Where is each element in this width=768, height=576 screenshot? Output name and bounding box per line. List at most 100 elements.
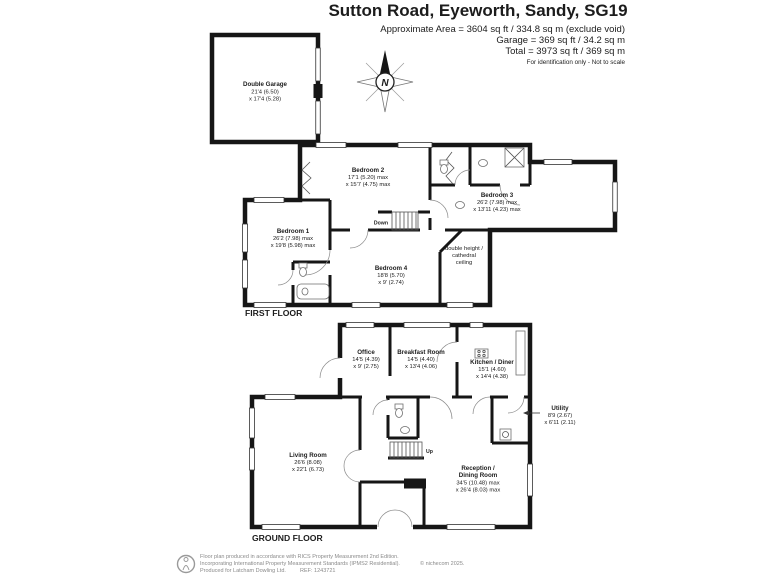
svg-text:18'8 (5.70): 18'8 (5.70) xyxy=(377,273,405,279)
toilet-icon xyxy=(394,403,404,418)
svg-text:Bedroom 4: Bedroom 4 xyxy=(375,265,408,272)
bath-icon xyxy=(296,283,330,300)
footer-line-1: Floor plan produced in accordance with R… xyxy=(200,554,399,560)
approximate-area-line: Approximate Area = 3604 sq ft / 334.8 sq… xyxy=(380,24,625,35)
svg-text:15'1 (4.60): 15'1 (4.60) xyxy=(478,367,506,373)
sink-icon xyxy=(400,426,410,434)
compass-west-point xyxy=(356,77,378,87)
footer: Floor plan produced in accordance with R… xyxy=(176,554,465,574)
svg-text:14'5 (4.39): 14'5 (4.39) xyxy=(352,357,380,363)
svg-text:34'5 (10.48) max: 34'5 (10.48) max xyxy=(456,481,499,487)
svg-text:x 26'4 (8.03) max: x 26'4 (8.03) max xyxy=(456,488,501,494)
svg-text:cathedral: cathedral xyxy=(452,253,476,259)
svg-text:x 14'4 (4.38): x 14'4 (4.38) xyxy=(476,374,508,380)
room-label-bedroom-3: Bedroom 3 26'2 (7.98) max x 13'11 (4.23)… xyxy=(473,192,520,213)
svg-text:Office: Office xyxy=(357,349,375,356)
svg-text:Living Room: Living Room xyxy=(289,452,327,459)
footer-line-2: Incorporating International Property Mea… xyxy=(200,561,400,567)
nichecom-logo xyxy=(176,554,196,574)
garage-plan: Double Garage 21'4 (6.50) x 17'4 (5.28) xyxy=(209,32,323,145)
first-floor-plan: Down Bedroom 2 xyxy=(242,142,618,318)
svg-text:Kitchen / Diner: Kitchen / Diner xyxy=(470,359,514,366)
garage-name: Double Garage xyxy=(243,81,288,88)
ground-floor-label: GROUND FLOOR xyxy=(252,533,323,543)
first-floor-door-arcs xyxy=(277,169,521,286)
compass-north-label: N xyxy=(381,78,389,89)
svg-text:Bedroom 2: Bedroom 2 xyxy=(352,167,385,174)
first-floor-windows xyxy=(242,142,618,308)
footer-ref: REF: 1243721 xyxy=(300,568,335,574)
room-label-reception-dining-room: Reception / Dining Room 34'5 (10.48) max… xyxy=(456,465,501,494)
toilet-icon xyxy=(439,159,449,174)
stairs-down-label: Down xyxy=(374,221,388,227)
sink-icon xyxy=(478,159,488,167)
first-floor-exterior-walls xyxy=(242,142,618,308)
first-floor-stairs: Down xyxy=(374,211,419,231)
compass-circle xyxy=(375,72,395,92)
footer-line-3: Produced for Latcham Dowling Ltd. xyxy=(200,568,286,574)
sink-icon xyxy=(455,201,465,209)
ground-floor-fixtures xyxy=(394,330,526,441)
ground-floor-windows xyxy=(249,322,533,530)
svg-text:x 9' (2.75): x 9' (2.75) xyxy=(353,364,379,370)
hob-icon xyxy=(474,348,489,359)
footer-copyright: © nichecom 2025. xyxy=(420,560,465,567)
side-door-opening xyxy=(336,358,344,378)
room-label-double-height-void: double height / cathedral ceiling xyxy=(445,246,483,266)
north-arrow-icon xyxy=(379,50,391,76)
toilet-icon xyxy=(298,262,308,277)
svg-text:17'1 (5.20) max: 17'1 (5.20) max xyxy=(348,175,388,181)
svg-text:26'2 (7.98) max: 26'2 (7.98) max xyxy=(477,200,517,206)
compass-east-point xyxy=(392,77,414,87)
svg-text:x 13'11 (4.23) max: x 13'11 (4.23) max xyxy=(473,207,520,213)
garage-wall-pier xyxy=(313,84,323,98)
room-label-utility: Utility 8'9 (2.67) x 6'11 (2.11) xyxy=(523,405,576,426)
svg-text:x 22'1 (6.73): x 22'1 (6.73) xyxy=(292,467,324,473)
svg-text:double height /: double height / xyxy=(445,246,483,252)
svg-text:Bedroom 3: Bedroom 3 xyxy=(481,192,514,199)
svg-text:Utility: Utility xyxy=(551,405,569,412)
garage-area-line: Garage = 369 sq ft / 34.2 sq m xyxy=(496,35,625,46)
first-floor-interior-walls xyxy=(291,145,532,305)
svg-text:ceiling: ceiling xyxy=(456,260,472,266)
stairs xyxy=(391,211,419,231)
first-floor-fixtures xyxy=(296,147,525,300)
room-label-breakfast-room: Breakfast Room 14'5 (4.40) x 13'4 (4.06) xyxy=(397,349,445,370)
svg-text:Reception /: Reception / xyxy=(461,465,495,472)
total-area-line: Total = 3973 sq ft / 369 sq m xyxy=(505,46,625,57)
room-label-living-room: Living Room 26'6 (8.08) x 22'1 (6.73) xyxy=(289,452,327,473)
svg-text:26'6 (8.08): 26'6 (8.08) xyxy=(294,460,322,466)
svg-text:x 6'11 (2.11): x 6'11 (2.11) xyxy=(544,420,575,426)
ground-floor-interior-walls xyxy=(340,325,530,527)
svg-text:Bedroom 1: Bedroom 1 xyxy=(277,228,310,235)
room-label-double-garage: Double Garage 21'4 (6.50) x 17'4 (5.28) xyxy=(243,81,288,103)
svg-text:x 15'7 (4.75) max: x 15'7 (4.75) max xyxy=(346,182,391,188)
kitchen-counter xyxy=(515,330,526,376)
svg-text:26'2 (7.98) max: 26'2 (7.98) max xyxy=(273,236,313,242)
chimney-breast xyxy=(404,478,426,489)
header: Sutton Road, Eyeworth, Sandy, SG19 Appro… xyxy=(328,1,627,66)
svg-text:Dining Room: Dining Room xyxy=(459,472,498,479)
disclaimer-text: For identification only - Not to scale xyxy=(527,59,626,66)
washer-icon xyxy=(499,428,512,441)
room-label-bedroom-4: Bedroom 4 18'8 (5.70) x 9' (2.74) xyxy=(375,265,408,286)
stairs-up-label: Up xyxy=(426,449,433,455)
svg-text:Breakfast Room: Breakfast Room xyxy=(397,349,445,356)
utility-arrow-icon xyxy=(523,410,529,416)
room-label-kitchen-diner: Kitchen / Diner 15'1 (4.60) x 14'4 (4.38… xyxy=(470,359,514,380)
garage-dim2: x 17'4 (5.28) xyxy=(249,97,281,103)
compass-icon: N xyxy=(356,50,414,113)
cupboard-icon xyxy=(445,151,455,185)
svg-text:14'5 (4.40): 14'5 (4.40) xyxy=(407,357,435,363)
shower-icon xyxy=(504,147,525,168)
front-door-opening xyxy=(377,523,413,531)
room-label-bedroom-2: Bedroom 2 17'1 (5.20) max x 15'7 (4.75) … xyxy=(346,167,391,188)
svg-text:x 13'4 (4.06): x 13'4 (4.06) xyxy=(405,364,437,370)
page-title: Sutton Road, Eyeworth, Sandy, SG19 xyxy=(328,1,627,20)
garage-windows xyxy=(315,47,321,135)
svg-text:x 19'8 (5.98) max: x 19'8 (5.98) max xyxy=(271,243,316,249)
svg-text:8'9 (2.67): 8'9 (2.67) xyxy=(548,413,572,419)
garage-dim1: 21'4 (6.50) xyxy=(251,90,279,96)
ground-floor-stairs: Up xyxy=(389,441,433,459)
